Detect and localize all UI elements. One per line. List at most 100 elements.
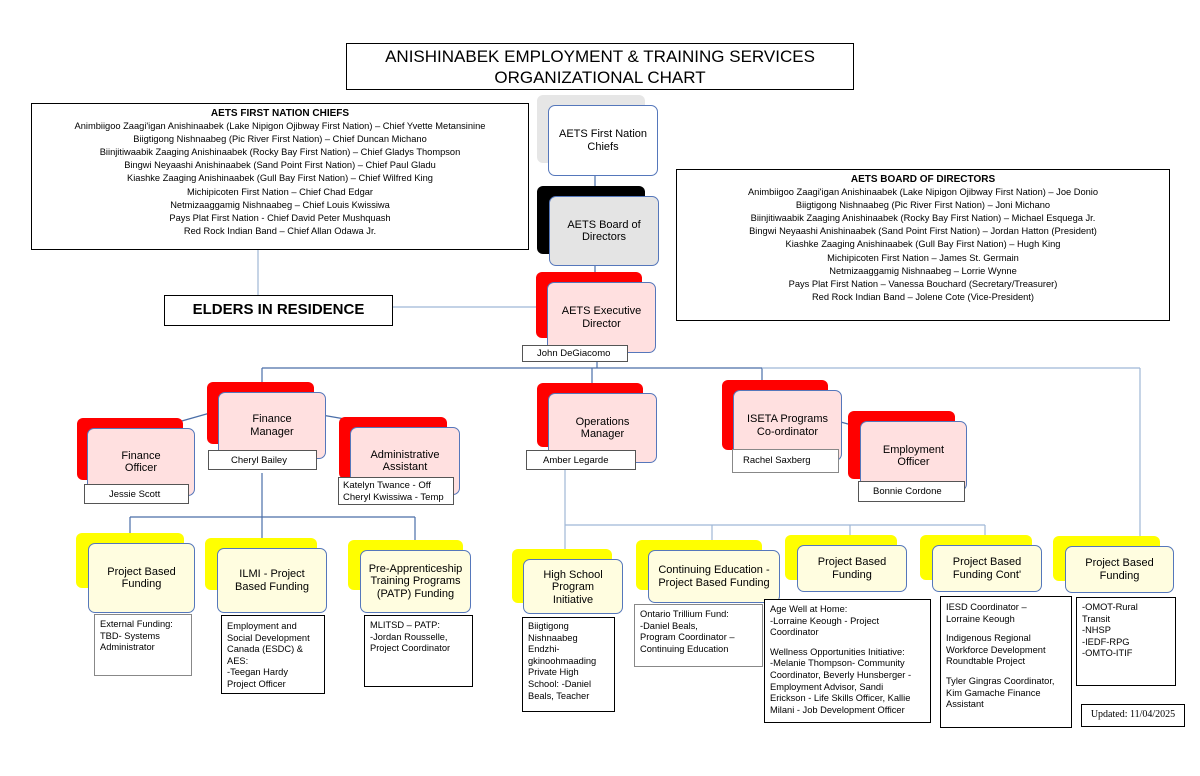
pbf3-detail-line: Assistant [946,699,984,710]
pbf2-detail-line: -Melanie Thompson- Community [770,658,905,669]
spacer [946,625,1066,633]
ce-line: Project Based Funding [658,576,770,589]
patp-detail-line: Project Coordinator [370,643,451,654]
spacer [946,668,1066,676]
patp-detail-line: -Jordan Rousselle, [370,631,448,642]
high-school-line: Program [551,581,595,594]
pbf3-detail-line: Tyler Gingras Coordinator, [946,675,1055,686]
finance-manager-line: Finance [252,413,292,425]
hs-detail-line: Beals, Teacher [528,690,590,701]
chiefs-list-line: Red Rock Indian Band – Chief Allan Odawa… [183,225,377,236]
ilmi-detail-line: AES: [227,655,249,666]
pbf3-detail-line: Roundtable Project [946,656,1026,667]
admin-assistant-name-2: Cheryl Kwissiwa - Temp [343,491,444,503]
spacer [770,639,925,647]
chart-title: ANISHINABEK EMPLOYMENT & TRAINING SERVIC… [346,43,854,90]
exec-node-line: AETS Executive [561,305,642,317]
pbf4-line: Funding [1099,569,1140,582]
ce-detail-line: Ontario Trillium Fund: [640,609,729,619]
pbf2-detail-line: Milani - Job Development Officer [770,704,905,715]
chiefs-list-line: Michipicoten First Nation – Chief Chad E… [186,186,374,197]
ilmi-detail-line: -Teegan Hardy [227,667,288,678]
chiefs-node-line: AETS First Nation [558,128,648,140]
ilmi-detail-line: Social Development [227,632,310,643]
pbf4-detail-line: Transit [1082,613,1111,624]
admin-assistant-names: Katelyn Twance - Off Cheryl Kwissiwa - T… [338,477,454,505]
high-school-line: Initiative [552,593,594,606]
patp-line: Pre-Apprenticeship [368,562,463,575]
board-node-line: AETS Board of [567,218,641,231]
high-school-detail: Biigtigong Nishnaabeg Endzhi- gkinoohmaa… [522,617,615,712]
pbf4-detail-line: -OMTO-ITIF [1082,648,1133,659]
title-line-2: ORGANIZATIONAL CHART [494,68,706,87]
ce-detail-line: Continuing Education [640,643,729,654]
hs-detail-line: Endzhi- [528,644,560,655]
pbf2-line: Funding [832,568,872,581]
pbf2-detail-line: Coordinator, Beverly Hunsberger - [770,669,912,680]
hs-detail-line: Nishnaabeg [528,632,578,643]
ilmi-detail-line: Canada (ESDC) & [227,644,303,655]
pbf2-detail-line: Coordinator [770,627,819,638]
board-of-directors-list: AETS BOARD OF DIRECTORS Animbiigoo Zaagi… [676,169,1170,321]
ce-detail-line: Program Coordinator – [640,632,735,643]
finance-manager-name: Cheryl Bailey [208,450,317,470]
iseta-coordinator-name: Rachel Saxberg [732,449,839,473]
finance-officer-line: Finance [121,449,161,462]
pbf3-detail-line: Lorraine Keough [946,613,1015,624]
high-school-line: High School [543,568,603,581]
board-list-line: Kiashke Zaaging Anishinaabek (Gull Bay F… [785,239,1061,250]
board-list-line: Biinjitiwaabik Zaaging Anishinaabek (Roc… [750,213,1096,224]
employment-officer-line: Employment [882,443,945,456]
ilmi-line: ILMI - Project [239,568,305,580]
pbf1-detail-line: External Funding: [100,619,173,629]
pbf3-detail-line: Indigenous Regional [946,633,1031,644]
chiefs-list-line: Pays Plat First Nation - Chief David Pet… [169,212,391,223]
continuing-education-node: Continuing Education -Project Based Fund… [648,550,780,603]
iseta-coordinator-line: ISETA Programs [746,413,829,425]
operations-manager-line: Operations [575,415,630,428]
patp-line: (PATP) Funding [376,587,455,600]
pbf1-detail-line: Administrator [100,642,155,653]
iseta-coordinator-line: Co-ordinator [756,425,819,438]
hs-detail-line: gkinoohmaading [528,655,597,666]
pbf1-detail-line: TBD- Systems [100,630,160,641]
patp-line: Training Programs [370,575,461,588]
chiefs-list-line: Netmizaaggamig Nishnaabeg – Chief Louis … [170,199,390,210]
pbf3-detail-line: Workforce Development [946,644,1046,655]
board-list-line: Bingwi Neyaashi Anishinaabek (Sand Point… [749,226,1097,237]
hs-detail-line: Private High [528,667,579,678]
ce-detail-line: -Daniel Beals, [640,620,698,631]
pbf2-detail-line: Erickson - Life Skills Officer, Kallie [770,693,911,704]
board-list-line: Pays Plat First Nation – Vanessa Bouchar… [788,278,1058,289]
ce-line: Continuing Education - [658,564,770,576]
board-list-line: Netmizaaggamig Nishnaabeg – Lorrie Wynne [829,265,1017,276]
pbf2-line: Project Based [817,556,887,568]
admin-assistant-line: Assistant [382,461,428,473]
operations-manager-name: Amber Legarde [526,450,636,470]
patp-detail: MLITSD – PATP: -Jordan Rousselle, Projec… [364,615,473,687]
chiefs-list-line: Animbiigoo Zaagi'igan Anishinaabek (Lake… [74,121,486,132]
pbf3-line: Funding Cont' [952,568,1022,581]
updated-date: Updated: 11/04/2025 [1081,704,1185,727]
pbf3-detail-line: Kim Gamache Finance [946,687,1041,698]
pbf4-detail: -OMOT-Rural Transit -NHSP -IEDF-RPG -OMT… [1076,597,1176,686]
pbf4-detail-line: -NHSP [1082,625,1111,636]
operations-manager-line: Manager [580,428,625,440]
finance-officer-name: Jessie Scott [84,484,189,504]
chiefs-list-heading: AETS FIRST NATION CHIEFS [210,108,350,119]
pbf1-detail: External Funding: TBD- Systems Administr… [94,614,192,676]
pbf2-detail-line: Employment Advisor, Sandi [770,681,884,692]
ilmi-detail-line: Project Officer [227,678,286,689]
finance-officer-line: Officer [124,462,158,474]
pbf4-detail-line: -IEDF-RPG [1082,636,1130,647]
board-list-line: Biigtigong Nishnaabeg (Pic River First N… [795,200,1051,211]
